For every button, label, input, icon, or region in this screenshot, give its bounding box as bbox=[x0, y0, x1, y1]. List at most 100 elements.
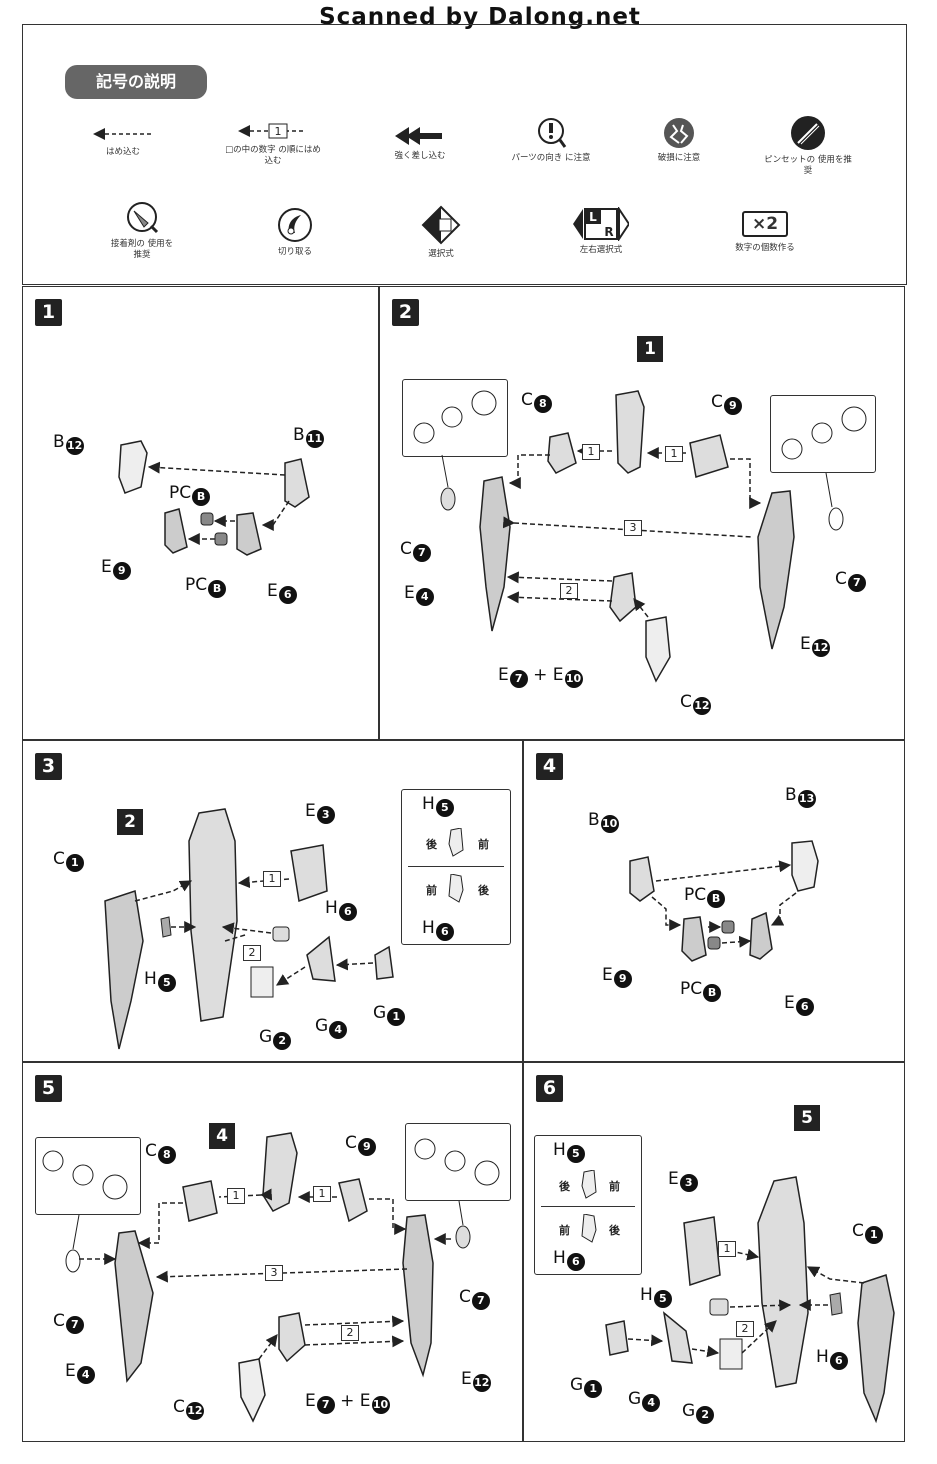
order-number: 1 bbox=[313, 1186, 331, 1202]
step-number: 6 bbox=[536, 1075, 563, 1102]
part-c12-drawing bbox=[645, 616, 671, 683]
part-e6-drawing bbox=[749, 911, 773, 960]
part-g4-drawing bbox=[306, 935, 336, 982]
orientation-back-label: 後 bbox=[559, 1180, 570, 1193]
legend-symbol-cut: 切り取る bbox=[255, 207, 335, 258]
part-h6-drawing bbox=[272, 926, 290, 942]
order-number: 1 bbox=[665, 446, 683, 462]
subassembly-badge: 1 bbox=[637, 336, 663, 362]
legend-symbol-label: 切り取る bbox=[277, 247, 312, 257]
orientation-back-label: 後 bbox=[478, 884, 489, 897]
order-number: 1 bbox=[718, 1241, 736, 1257]
part-c1-drawing bbox=[104, 890, 144, 1050]
part-c7-drawing bbox=[440, 487, 456, 511]
part-c7-drawing bbox=[65, 1249, 81, 1273]
legend-symbol-orientation: パーツの向き に注意 bbox=[511, 117, 591, 164]
part-c9-drawing bbox=[689, 434, 729, 478]
part-e4-drawing bbox=[479, 476, 511, 632]
legend-symbol-label: 数字の個数作る bbox=[735, 243, 795, 253]
part-pcb-drawing bbox=[200, 512, 214, 526]
subassembly-5-drawing bbox=[757, 1176, 809, 1388]
multiply-icon: ×2 bbox=[742, 211, 788, 237]
step-number: 2 bbox=[392, 299, 419, 326]
part-e12-drawing bbox=[402, 1214, 434, 1378]
scan-credit: Scanned by Dalong.net bbox=[319, 4, 641, 30]
part-h5-drawing bbox=[160, 916, 172, 938]
selection-icon bbox=[421, 205, 461, 245]
part-b13-drawing bbox=[791, 840, 819, 892]
part-pcb-drawing bbox=[214, 532, 228, 546]
subassembly-badge: 2 bbox=[117, 809, 143, 835]
order-number: 2 bbox=[341, 1325, 359, 1341]
part-e3-drawing bbox=[683, 1216, 721, 1287]
exclamation-icon bbox=[538, 118, 567, 148]
legend-panel: 記号の説明 はめ込む 1 □の中の数字 の順にはめ込む 強く差し込む パーツの向… bbox=[22, 24, 907, 285]
order-number: 1 bbox=[582, 444, 600, 460]
left-right-icon: LR bbox=[573, 207, 629, 241]
legend-symbol-breakage: 破損に注意 bbox=[639, 117, 719, 164]
part-g1-drawing bbox=[605, 1320, 629, 1356]
orientation-back-label: 後 bbox=[609, 1224, 620, 1237]
part-c7-drawing bbox=[828, 507, 844, 531]
step-1-illustration bbox=[118, 440, 310, 556]
legend-symbol-multiply: ×2 数字の個数作る bbox=[723, 211, 807, 254]
part-b10-drawing bbox=[629, 856, 655, 902]
order-number: 3 bbox=[265, 1265, 283, 1281]
order-number: 1 bbox=[227, 1188, 245, 1204]
part-e3-drawing bbox=[290, 844, 328, 903]
step-4-illustration bbox=[629, 840, 819, 962]
legend-symbol-label: □の中の数字 の順にはめ込む bbox=[225, 145, 321, 166]
orientation-front-label: 前 bbox=[559, 1224, 570, 1237]
part-e9-drawing bbox=[681, 916, 707, 962]
legend-symbol-label: 左右選択式 bbox=[579, 245, 623, 255]
legend-symbol-label: ピンセットの 使用を推奨 bbox=[764, 155, 852, 176]
part-c12-drawing bbox=[238, 1358, 266, 1423]
order-number: 3 bbox=[624, 520, 642, 536]
subassembly-4-drawing bbox=[262, 1132, 298, 1212]
tweezers-icon bbox=[791, 116, 825, 150]
part-c7-drawing bbox=[455, 1225, 471, 1249]
order-number: 2 bbox=[243, 945, 261, 961]
legend-symbol-numbered: 1 □の中の数字 の順にはめ込む bbox=[223, 121, 323, 167]
orientation-front-label: 前 bbox=[478, 838, 489, 851]
legend-symbol-label: はめ込む bbox=[105, 147, 140, 157]
part-pcb-drawing bbox=[707, 936, 721, 950]
subassembly-badge: 4 bbox=[209, 1123, 235, 1149]
step-5-illustration bbox=[42, 1132, 500, 1423]
step-number: 5 bbox=[35, 1075, 62, 1102]
